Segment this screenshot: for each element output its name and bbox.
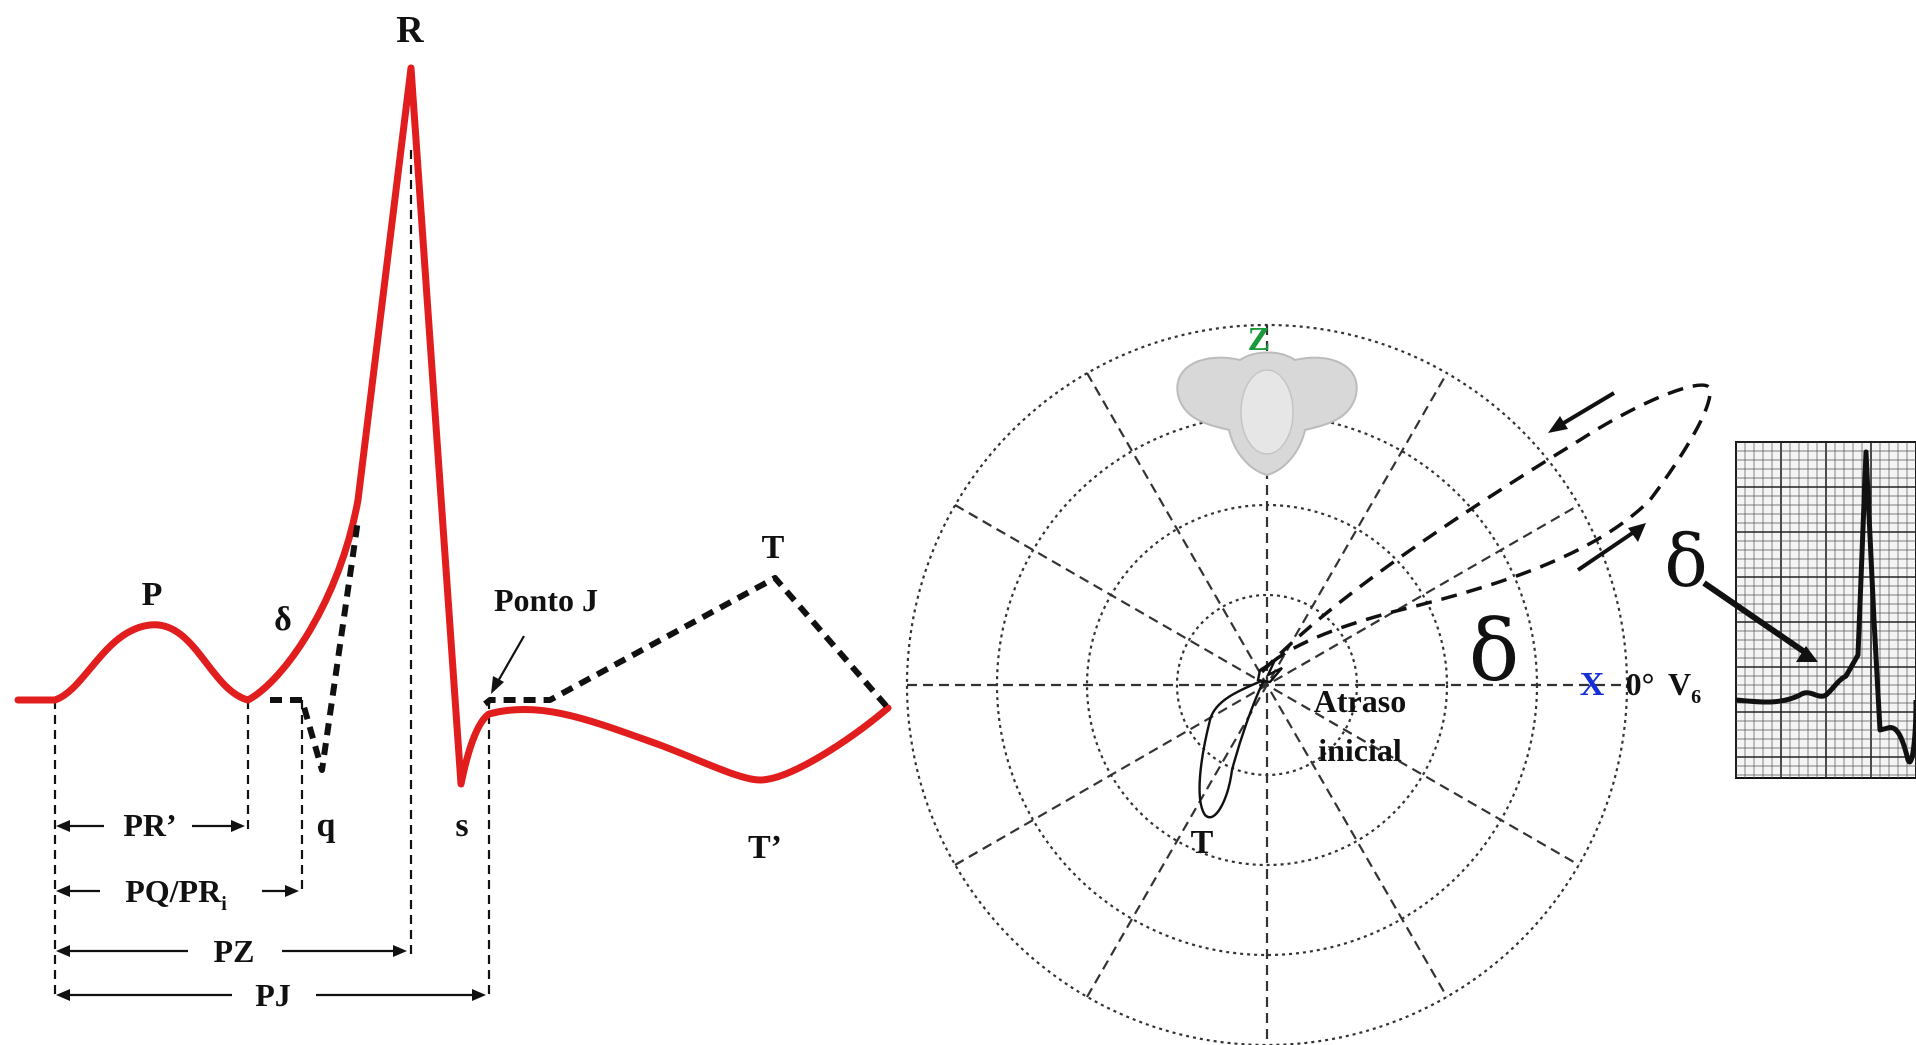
strip-delta-arrow-line — [1702, 580, 1808, 656]
s-wave-label: s — [455, 807, 468, 844]
ecg-strip-trace — [1735, 449, 1916, 765]
pj-label: PJ — [255, 977, 291, 1013]
r-peak-label: R — [396, 9, 424, 51]
atraso-inicial-line2: inicial — [1318, 732, 1402, 768]
strip-delta-arrowhead — [1796, 646, 1818, 662]
atraso-inicial-line1: Atraso — [1314, 683, 1406, 719]
ponto-j-label: Ponto J — [494, 582, 598, 618]
t-prime-wave-label: T’ — [748, 829, 782, 866]
t-loop — [1198, 678, 1266, 819]
strip-delta-label: δ — [1664, 519, 1707, 603]
vcg-delta-label: δ — [1469, 602, 1520, 700]
ponto-j-arrowhead — [491, 676, 504, 694]
pj-interval: PJ — [56, 977, 486, 1013]
loop-direction-arrow-upper — [1560, 391, 1616, 426]
heart-illustration — [1176, 351, 1358, 477]
loop-direction-arrowhead-lower — [1628, 523, 1646, 542]
normal-ecg-trace — [14, 64, 892, 788]
pr-prime-interval: PR’ — [56, 807, 245, 843]
lead-v6-label: V6 — [1668, 666, 1701, 708]
loop-direction-arrowhead-upper — [1548, 416, 1568, 433]
preexcitation-ecg-trace — [270, 519, 361, 773]
polar-grid — [906, 324, 1628, 1045]
angle-label: 0° — [1626, 666, 1655, 702]
delta-wave-label: δ — [274, 601, 292, 638]
ecg-waveform-panel: R P δ q s T T’ Ponto J PR’ PQ/PRi PZ — [14, 9, 892, 1013]
t-loop-label: T — [1191, 824, 1214, 861]
ecg-strip-panel: δ — [1664, 441, 1916, 779]
pz-label: PZ — [214, 933, 255, 969]
ponto-j-arrow-line — [496, 635, 525, 684]
pq-pri-label: PQ/PRi — [125, 873, 227, 915]
x-axis-label: X — [1580, 666, 1605, 703]
pq-pri-interval: PQ/PRi — [56, 873, 299, 915]
q-wave-label: q — [317, 807, 336, 844]
p-wave-label: P — [142, 576, 163, 613]
pz-interval: PZ — [56, 933, 407, 969]
vectorcardiogram-panel: Z X 0° V6 δ Atraso inicial T — [906, 321, 1712, 1045]
t-wave-label: T — [762, 529, 785, 566]
qrs-loop — [1260, 383, 1712, 674]
initial-vector-knot — [1256, 656, 1283, 684]
polar-rays — [907, 325, 1627, 1045]
loop-direction-arrow-lower — [1576, 530, 1636, 572]
st-t-altered-trace — [483, 575, 891, 710]
ecg-strip-grid — [1735, 441, 1916, 778]
z-axis-label: Z — [1248, 321, 1271, 358]
pr-prime-label: PR’ — [123, 807, 176, 843]
